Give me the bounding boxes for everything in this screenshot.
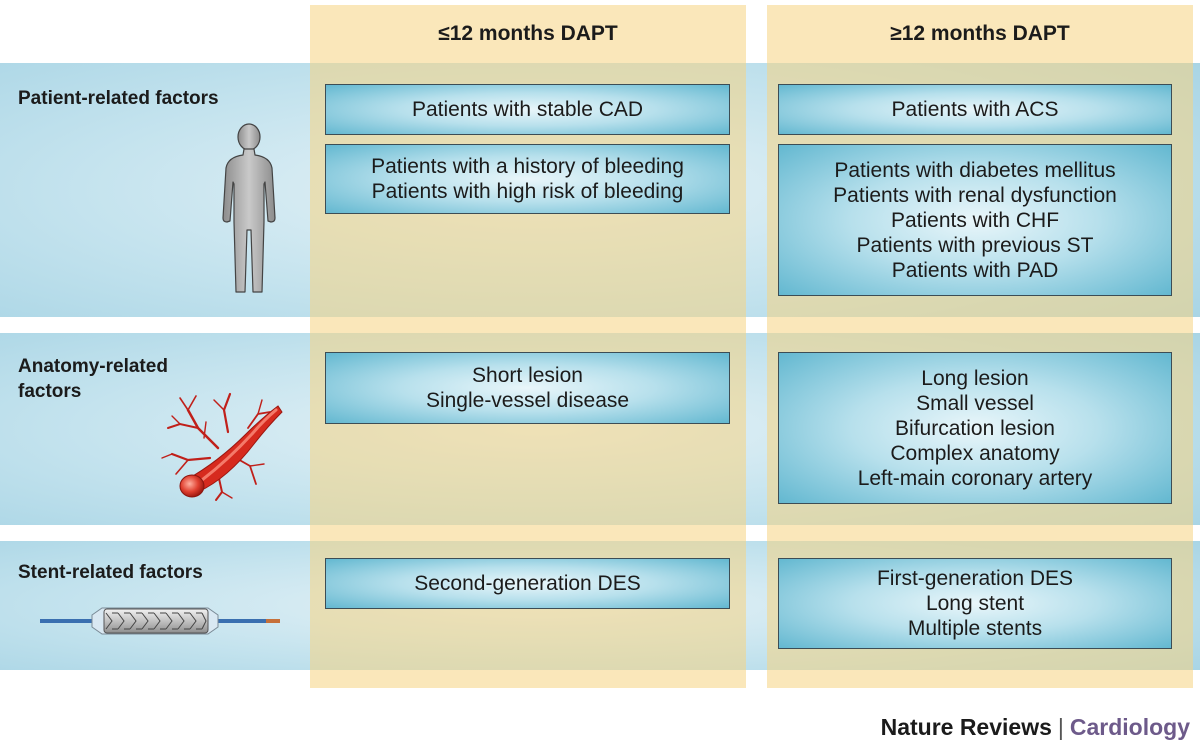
cell-line: Patients with stable CAD	[411, 98, 644, 121]
cell-line: Patients with diabetes mellitus	[834, 158, 1116, 182]
cell-long-lesion: Long lesion Small vessel Bifurcation les…	[778, 352, 1172, 504]
cell-line: Long stent	[925, 592, 1025, 615]
person-silhouette-icon	[222, 123, 276, 293]
cell-first-gen-des: First-generation DES Long stent Multiple…	[778, 558, 1172, 649]
cell-line: Patients with ACS	[891, 98, 1059, 121]
cell-line: Short lesion	[472, 364, 583, 387]
cell-line: Bifurcation lesion	[895, 416, 1055, 440]
credit-journal: Cardiology	[1069, 714, 1190, 740]
cell-line: Patients with previous ST	[856, 233, 1094, 257]
coronary-artery-icon	[161, 392, 283, 501]
cell-line: Patients with high risk of bleeding	[371, 180, 684, 203]
row-title-line: factors	[18, 381, 82, 402]
cell-line: Single-vessel disease	[425, 389, 630, 412]
cell-line: Patients with CHF	[890, 208, 1060, 232]
row-title-patient: Patient-related factors	[18, 86, 219, 111]
credit-publisher: Nature Reviews	[880, 714, 1052, 740]
cell-line: Left-main coronary artery	[857, 466, 1093, 490]
column-header-ge12: ≥12 months DAPT	[890, 22, 1070, 45]
journal-credit: Nature Reviews|Cardiology	[881, 714, 1190, 741]
credit-separator: |	[1057, 714, 1064, 740]
row-title-line: Anatomy-related	[18, 356, 168, 377]
cell-line: Patients with a history of bleeding	[371, 155, 684, 178]
cell-line: Patients with renal dysfunction	[833, 183, 1117, 207]
row-title-anatomy: Anatomy-related factors	[18, 354, 168, 404]
cell-line: Patients with PAD	[891, 258, 1059, 282]
cell-line: Small vessel	[916, 391, 1034, 415]
cell-line: Complex anatomy	[890, 441, 1060, 465]
cell-stable-cad: Patients with stable CAD	[325, 84, 730, 135]
cell-patient-risk: Patients with diabetes mellitus Patients…	[778, 144, 1172, 296]
cell-line: First-generation DES	[876, 567, 1074, 590]
cell-line: Second-generation DES	[414, 572, 641, 595]
row-title-line: Patient-related factors	[18, 88, 219, 109]
cell-acs: Patients with ACS	[778, 84, 1172, 135]
column-header-le12: ≤12 months DAPT	[438, 22, 618, 45]
stent-icon	[40, 607, 280, 635]
row-title-line: Stent-related factors	[18, 562, 203, 583]
cell-line: Long lesion	[921, 366, 1029, 390]
cell-second-gen-des: Second-generation DES	[325, 558, 730, 609]
row-title-stent: Stent-related factors	[18, 560, 203, 585]
cell-bleeding: Patients with a history of bleeding Pati…	[325, 144, 730, 214]
cell-line: Multiple stents	[907, 617, 1043, 640]
cell-short-lesion: Short lesion Single-vessel disease	[325, 352, 730, 424]
